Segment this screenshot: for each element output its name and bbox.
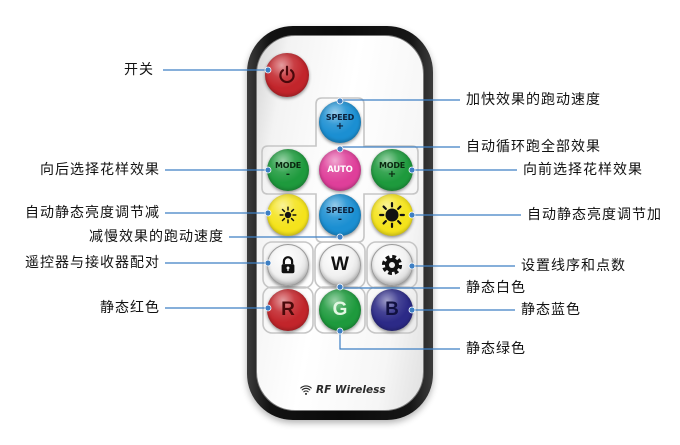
speed-up-sign: + [335, 120, 345, 132]
label-brightness-down: 自动静态亮度调节减 [25, 205, 160, 221]
brand-mark: RF Wireless [300, 382, 388, 398]
speed-down-button[interactable]: SPEED - [319, 194, 361, 236]
lock-icon [281, 256, 295, 274]
button-frame [262, 286, 314, 334]
label-brightness-up: 自动静态亮度调节加 [527, 207, 662, 223]
label-mode-back: 向后选择花样效果 [40, 162, 160, 178]
brand-text: RF Wireless [316, 384, 386, 396]
auto-label: AUTO [327, 164, 353, 175]
speed-down-sign: - [337, 213, 343, 225]
label-speed-down: 减慢效果的跑动速度 [89, 229, 224, 245]
static-red-label: R [281, 299, 295, 320]
label-static-white: 静态白色 [466, 280, 526, 296]
static-blue-label: B [385, 299, 399, 320]
mode-back-label: MODE [274, 160, 302, 170]
mode-forward-label: MODE [378, 160, 406, 170]
label-mode-forward: 向前选择花样效果 [523, 162, 643, 178]
auto-button[interactable]: AUTO [319, 149, 361, 191]
static-green-button[interactable]: G [319, 289, 361, 331]
brightness-up-button[interactable] [371, 194, 413, 236]
label-speed-up: 加快效果的跑动速度 [466, 92, 601, 108]
pair-button[interactable] [267, 244, 309, 286]
label-auto: 自动循环跑全部效果 [466, 139, 601, 155]
brightness-down-button[interactable] [267, 194, 309, 236]
gear-icon [381, 254, 403, 276]
speed-up-label: SPEED [325, 112, 355, 122]
wireless-signal-icon [300, 384, 312, 395]
label-setup: 设置线序和点数 [521, 258, 626, 274]
speed-up-button[interactable]: SPEED + [319, 101, 361, 143]
static-white-button[interactable]: W [319, 244, 361, 286]
sun-small-icon [279, 206, 297, 224]
mode-forward-button[interactable]: MODE + [371, 149, 413, 191]
power-icon [279, 65, 295, 84]
label-power: 开关 [124, 62, 154, 78]
label-static-green: 静态绿色 [466, 341, 526, 357]
label-pair: 遥控器与接收器配对 [25, 255, 160, 271]
label-static-blue: 静态蓝色 [521, 302, 581, 318]
label-static-red: 静态红色 [100, 300, 160, 316]
mode-back-sign: - [285, 168, 291, 180]
mode-back-button[interactable]: MODE - [267, 149, 309, 191]
static-white-label: W [331, 254, 349, 275]
mode-forward-sign: + [387, 168, 397, 180]
speed-down-label: SPEED [325, 205, 355, 215]
static-blue-button[interactable]: B [371, 289, 413, 331]
sun-large-icon [379, 202, 405, 228]
button-frame [262, 241, 314, 289]
static-green-label: G [332, 299, 348, 320]
static-red-button[interactable]: R [267, 289, 309, 331]
power-button[interactable] [265, 53, 309, 97]
setup-button[interactable] [371, 244, 413, 286]
